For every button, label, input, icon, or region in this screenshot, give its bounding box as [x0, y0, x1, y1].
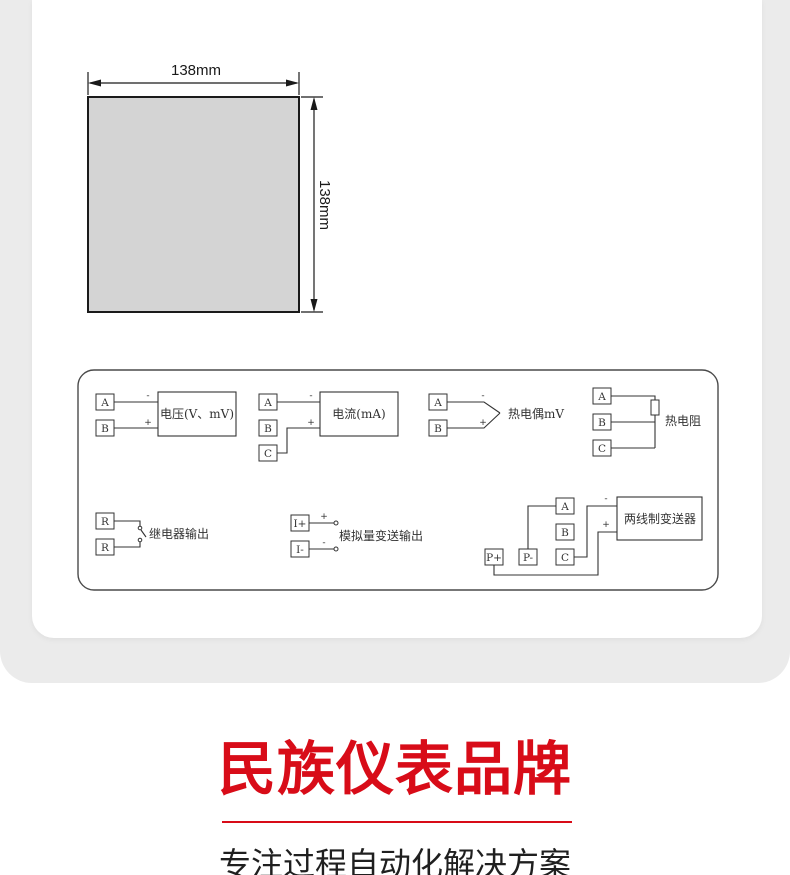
output-node — [333, 520, 339, 526]
minus-sign: - — [604, 494, 607, 504]
analog-output-label: 模拟量变送输出 — [339, 528, 423, 543]
voltage-device-box — [157, 391, 237, 437]
terminal-a-label: A — [560, 501, 569, 513]
switch-contact — [137, 525, 143, 531]
minus-sign: - — [146, 391, 149, 401]
current-device-label: 电流(mA) — [332, 407, 385, 421]
wire — [574, 505, 617, 558]
width-label: 138mm — [171, 62, 221, 79]
voltage-device-label: 电压(V、mV) — [160, 407, 234, 421]
terminal-i-minus-label: I- — [296, 544, 304, 556]
wire — [277, 427, 320, 454]
resistor-symbol — [650, 399, 660, 416]
plus-sign: + — [602, 520, 610, 530]
wire — [493, 531, 617, 576]
terminal-c-label: C — [561, 552, 569, 564]
terminal-b-label: B — [598, 417, 606, 429]
terminal-b-label: B — [561, 527, 569, 539]
plus-sign: + — [307, 418, 315, 428]
switch-blade — [140, 529, 147, 538]
plus-sign: + — [320, 512, 328, 522]
terminal-b — [555, 523, 575, 541]
terminal-b-label: B — [101, 423, 109, 435]
terminal-c-label: C — [598, 443, 606, 455]
terminal-a-label: A — [100, 397, 109, 409]
current-device-box — [319, 391, 399, 437]
wiring-thermocouple: A B - + 热电偶mV — [428, 391, 564, 437]
thermocouple-label: 热电偶mV — [508, 407, 564, 421]
brand-divider — [222, 821, 572, 823]
wiring-relay: R R 继电器输出 — [95, 512, 209, 556]
thermocouple-wire — [447, 412, 501, 429]
terminal-a-label: A — [433, 397, 442, 409]
spec-diagram: 138mm 138mm A B - + 电压(V、mV) A B C - + 电… — [77, 62, 719, 591]
transmitter-device-label: 两线制变送器 — [624, 511, 696, 526]
panel-cutout — [87, 96, 300, 313]
terminal-i-plus-label: I+ — [294, 518, 307, 530]
wiring-rtd: A B C 热电阻 — [592, 387, 701, 457]
terminal-c-label: C — [264, 448, 272, 460]
wire — [611, 395, 656, 400]
terminal-r-bottom-label: R — [101, 542, 110, 554]
wire — [527, 505, 556, 549]
brand-subtitle-clip: 专注过程自动化解决方案 — [0, 844, 790, 875]
terminal-a-label: A — [263, 397, 272, 409]
relay-label: 继电器输出 — [149, 526, 209, 541]
wiring-analog-output: I+ I- + - 模拟量变送输出 — [290, 512, 423, 558]
wiring-two-wire-transmitter: A B C P+ P- - + 两线制变送器 — [484, 494, 703, 576]
plus-sign: + — [144, 418, 152, 428]
wire — [114, 520, 141, 526]
height-arrow-top — [310, 97, 318, 110]
terminal-p-plus-label: P+ — [486, 552, 502, 564]
brand-subtitle: 专注过程自动化解决方案 — [218, 845, 571, 875]
width-arrow-right — [286, 79, 299, 87]
minus-sign: - — [309, 391, 312, 401]
wiring-voltage: A B - + 电压(V、mV) — [95, 391, 237, 437]
minus-sign: - — [322, 538, 325, 548]
terminal-r-top-label: R — [101, 516, 110, 528]
brand-title: 民族仪表品牌 — [217, 735, 572, 803]
wiring-current: A B C - + 电流(mA) — [258, 391, 399, 462]
terminal-a-label: A — [597, 391, 606, 403]
transmitter-device-box — [616, 496, 703, 541]
terminal-p-minus-label: P- — [523, 552, 533, 564]
wire — [114, 542, 141, 548]
plus-sign: + — [479, 418, 487, 428]
rtd-label: 热电阻 — [665, 414, 701, 428]
terminal-b-label: B — [434, 423, 442, 435]
terminal-b — [258, 419, 278, 437]
output-node — [333, 546, 339, 552]
terminal-b-label: B — [264, 423, 272, 435]
height-arrow-bottom — [310, 299, 318, 312]
minus-sign: - — [481, 391, 484, 401]
thermocouple-wire — [447, 401, 501, 414]
panel-dimension-drawing: 138mm 138mm — [87, 62, 333, 313]
width-arrow-left — [88, 79, 101, 87]
switch-contact — [137, 537, 143, 543]
height-label: 138mm — [316, 180, 333, 230]
